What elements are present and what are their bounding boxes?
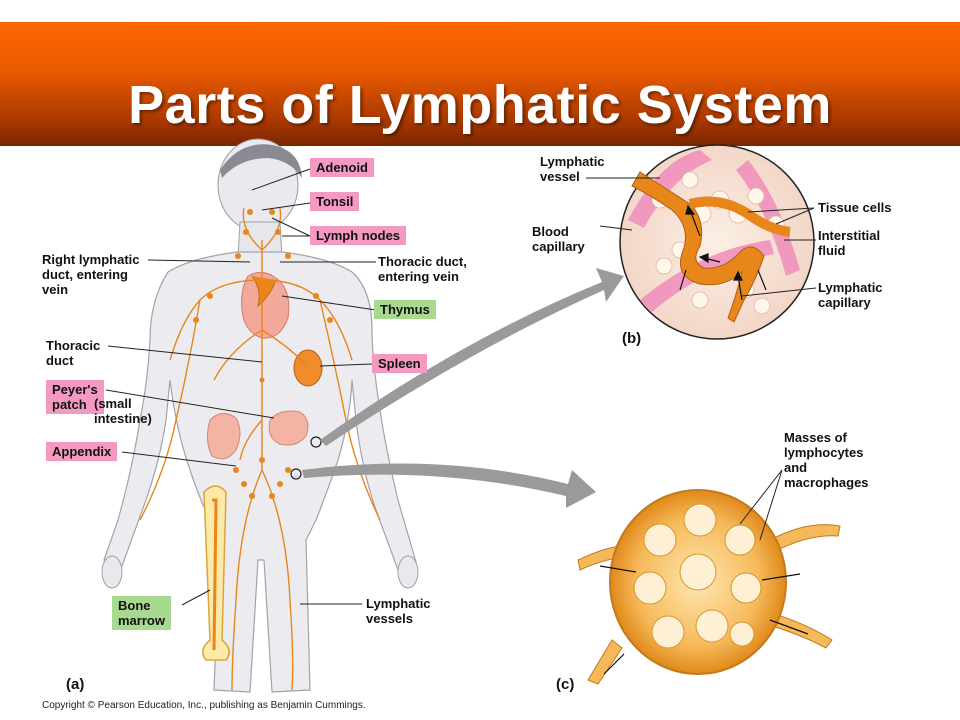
panel-label-c: (c) xyxy=(556,676,575,693)
label-lymph-nodes: Lymph nodes xyxy=(310,226,407,245)
label-tissue-cells: Tissue cells xyxy=(818,200,892,215)
capillary-detail xyxy=(619,144,815,340)
label-small-intestine: (small intestine) xyxy=(94,396,152,426)
label-bone-marrow: Bone marrow xyxy=(112,596,171,630)
arrow-to-c xyxy=(302,463,596,508)
label-lymphatic-capillary: Lymphatic capillary xyxy=(818,280,883,310)
lymph-node xyxy=(577,489,841,685)
leader-lines-a xyxy=(105,168,377,606)
label-peyers-patch: Peyer's patch xyxy=(46,380,104,414)
label-lymphatic-vessels: Lymphatic vessels xyxy=(366,596,431,626)
title-banner: Parts of Lymphatic System xyxy=(0,22,960,146)
panel-label-a: (a) xyxy=(66,676,85,693)
label-blood-capillary: Blood capillary xyxy=(532,224,585,254)
label-lymphatic-vessel: Lymphatic vessel xyxy=(540,154,605,184)
leader-lines-c xyxy=(739,469,783,541)
label-tonsil: Tonsil xyxy=(310,192,360,211)
page-title: Parts of Lymphatic System xyxy=(128,75,832,135)
human-body xyxy=(101,138,419,693)
label-adenoid: Adenoid xyxy=(310,158,374,177)
label-interstitial-fluid: Interstitial fluid xyxy=(818,228,881,258)
label-right-lymphatic-duct: Right lymphatic duct, entering vein xyxy=(42,252,140,297)
copyright-notice: Copyright © Pearson Education, Inc., pub… xyxy=(42,700,366,711)
label-thoracic-duct: Thoracic duct xyxy=(46,338,101,368)
label-masses-of-lymphocytes: Masses of lymphocytes and macrophages xyxy=(784,430,869,490)
label-spleen: Spleen xyxy=(372,354,427,373)
panel-label-b: (b) xyxy=(622,330,642,347)
leader-lines-b xyxy=(586,177,817,297)
label-thoracic-duct-entering-vein: Thoracic duct, entering vein xyxy=(378,254,467,284)
arrow-to-b xyxy=(320,268,624,446)
label-appendix: Appendix xyxy=(46,442,118,461)
label-thymus: Thymus xyxy=(374,300,436,319)
